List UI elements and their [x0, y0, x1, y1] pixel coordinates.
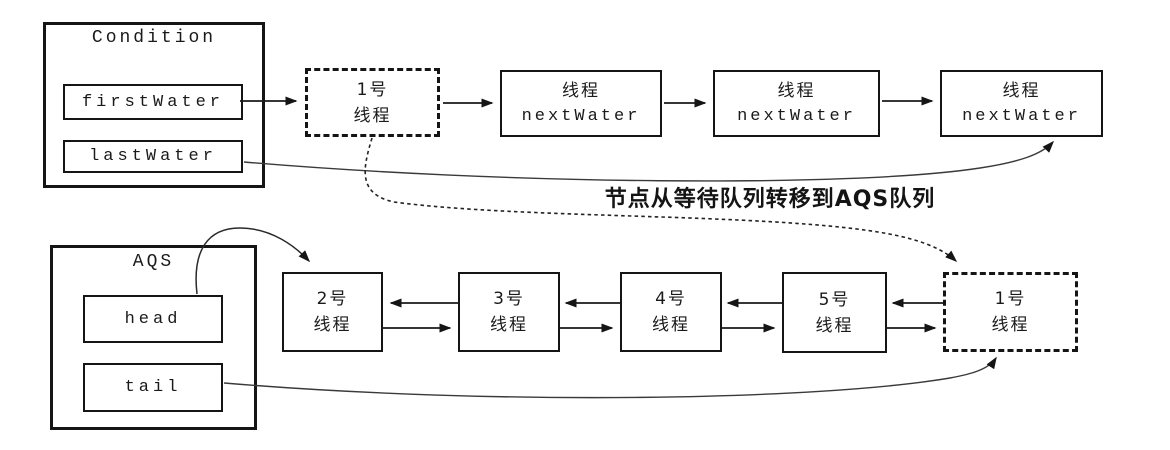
sync-node-2-line1: 2号 [316, 289, 349, 309]
sync-node-3: 3号 线程 [458, 272, 560, 352]
next-node-3-line2: nextWater [962, 106, 1081, 126]
next-node-1-line2: nextWater [521, 106, 641, 126]
next-node-1-line1: 线程 [562, 80, 600, 101]
sync-node-4-line2: 线程 [652, 315, 690, 335]
condition-title: Condition [91, 28, 217, 48]
next-node-3-line1: 线程 [1002, 80, 1041, 101]
wait-node-1-line2: 线程 [353, 105, 392, 126]
next-node-1: 线程 nextWater [500, 70, 662, 137]
aqs-title: AQS [132, 252, 175, 272]
lastwaiter-field: lastWater [63, 140, 243, 173]
sync-node-2: 2号 线程 [282, 272, 383, 352]
sync-node-3-line1: 3号 [493, 289, 525, 309]
head-field: head [83, 295, 223, 343]
next-node-3: 线程 nextWater [940, 70, 1103, 137]
sync-node-3-line2: 线程 [490, 315, 528, 335]
curve-lastwaiter-to-next3 [243, 140, 1055, 182]
transfer-annotation: 节点从等待队列转移到AQS队列 [604, 187, 936, 212]
sync-node-5-line2: 线程 [815, 315, 854, 336]
tail-field: tail [83, 363, 223, 412]
next-node-2: 线程 nextWater [713, 70, 880, 137]
next-node-2-line2: nextWater [737, 106, 856, 126]
next-node-2-line1: 线程 [777, 80, 816, 101]
sync-node-5-line1: 5号 [818, 289, 851, 310]
sync-node-4: 4号 线程 [620, 272, 722, 352]
curve-tail-to-sync-node1 [223, 356, 997, 399]
sync-node-1-line1: 1号 [994, 289, 1027, 309]
firstwaiter-field: firstWater [63, 84, 243, 120]
sync-node-1: 1号 线程 [943, 272, 1078, 352]
wait-node-1: 1号 线程 [305, 68, 440, 137]
sync-node-4-line1: 4号 [655, 289, 687, 309]
sync-node-1-line2: 线程 [991, 315, 1030, 335]
sync-node-5: 5号 线程 [782, 272, 887, 353]
wait-node-1-line1: 1号 [356, 79, 389, 100]
sync-node-2-line2: 线程 [313, 315, 352, 335]
